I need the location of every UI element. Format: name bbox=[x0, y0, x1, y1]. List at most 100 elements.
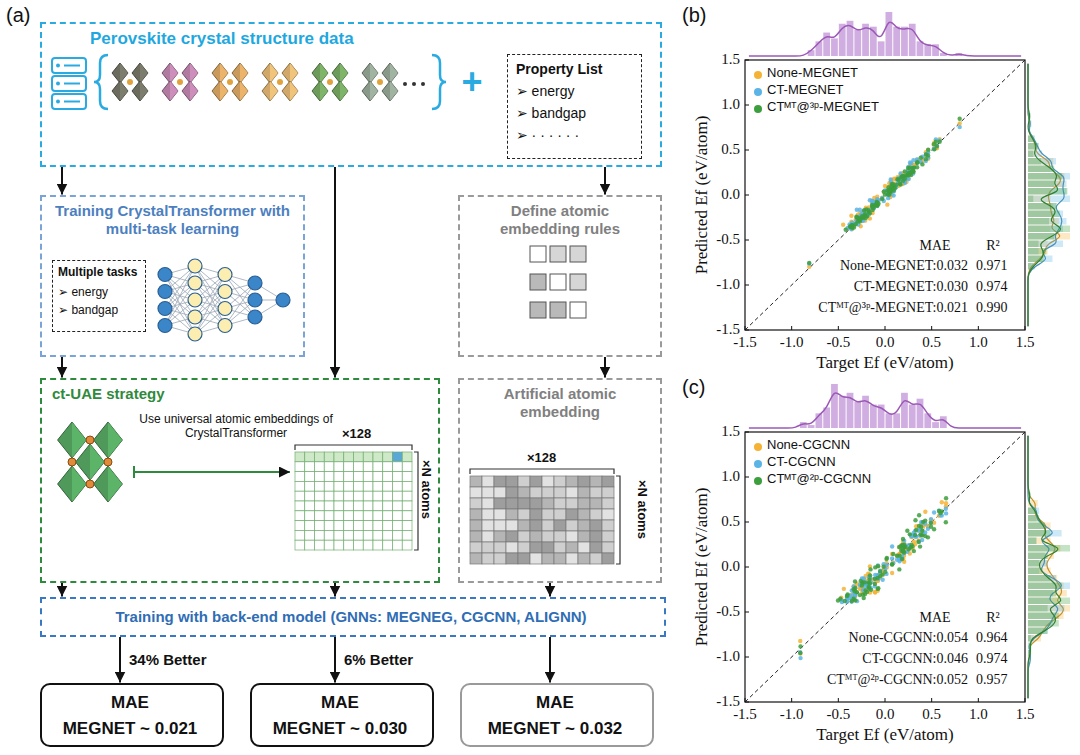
data-point bbox=[845, 592, 849, 596]
data-point bbox=[889, 184, 893, 188]
histogram-bar bbox=[924, 44, 931, 56]
histogram-bar bbox=[1028, 143, 1039, 150]
matrix-cell bbox=[470, 498, 482, 509]
edge-label: 34% Better bbox=[127, 651, 209, 668]
embedding-matrix bbox=[470, 469, 620, 564]
data-point bbox=[957, 117, 961, 121]
result-box: MAEMEGNET ~ 0.021 bbox=[40, 683, 224, 747]
matrix-cell bbox=[354, 472, 364, 482]
tick-mark bbox=[745, 285, 749, 286]
matrix-cell bbox=[305, 472, 315, 482]
network-neuron bbox=[218, 302, 232, 316]
result-box: MAEMEGNET ~ 0.030 bbox=[250, 683, 434, 747]
matrix-cell bbox=[383, 481, 393, 491]
embedding-rule-cell bbox=[570, 246, 586, 262]
ct-uae-crystal bbox=[58, 422, 123, 502]
embedding-rule-cell bbox=[550, 246, 566, 262]
tick-mark bbox=[791, 326, 792, 330]
octahedron-face bbox=[120, 81, 128, 101]
data-point bbox=[894, 183, 898, 187]
matrix-cell bbox=[363, 462, 373, 472]
plot-frame bbox=[745, 432, 1025, 702]
matrix-cell bbox=[334, 452, 344, 462]
octahedron-face bbox=[140, 81, 148, 101]
tick-mark bbox=[745, 657, 749, 658]
histogram-bar bbox=[1028, 196, 1033, 203]
density-curve bbox=[1028, 436, 1061, 699]
data-point bbox=[858, 208, 862, 212]
octahedron bbox=[58, 466, 87, 502]
histogram-bar bbox=[932, 422, 939, 428]
data-point bbox=[864, 207, 868, 211]
matrix-cell bbox=[344, 452, 354, 462]
flow-arrow bbox=[604, 167, 606, 195]
network-neuron bbox=[248, 276, 262, 290]
matrix-cell bbox=[393, 530, 403, 540]
matrix-cell bbox=[402, 462, 412, 472]
tick-mark bbox=[745, 105, 749, 106]
data-point bbox=[876, 563, 880, 567]
histogram-bar bbox=[1028, 538, 1036, 545]
table-cell: 0.964 bbox=[976, 630, 1008, 646]
tick-mark bbox=[745, 698, 746, 702]
matrix-cell bbox=[363, 481, 373, 491]
matrix-cell bbox=[590, 476, 602, 487]
result-heading: MAE bbox=[462, 693, 648, 713]
atom bbox=[104, 458, 112, 466]
matrix-cell bbox=[518, 498, 530, 509]
tick-label: -0.5 bbox=[826, 334, 850, 351]
matrix-cell bbox=[590, 531, 602, 542]
data-point bbox=[934, 139, 938, 143]
data-point bbox=[849, 214, 853, 218]
tick-label: 0.5 bbox=[721, 513, 740, 530]
flow-arrow bbox=[334, 637, 336, 683]
flow-arrow bbox=[61, 167, 63, 195]
panel-title: Perovskite crystal structure data bbox=[90, 29, 420, 49]
histogram-bar bbox=[1028, 233, 1070, 240]
matrix-cell bbox=[482, 498, 494, 509]
matrix-cell bbox=[494, 542, 506, 553]
panel-label: (a) bbox=[6, 4, 30, 27]
matrix-cell bbox=[383, 530, 393, 540]
histogram-bar bbox=[1028, 598, 1070, 605]
flow-arrow bbox=[61, 357, 63, 378]
data-point bbox=[868, 567, 872, 571]
matrix-cell bbox=[393, 511, 403, 521]
matrix-cell bbox=[373, 481, 383, 491]
matrix-cell bbox=[373, 521, 383, 531]
octahedron-face bbox=[290, 63, 298, 83]
octahedron-face bbox=[190, 63, 198, 83]
matrix-cell bbox=[494, 509, 506, 520]
histogram-bar bbox=[831, 38, 838, 56]
data-point bbox=[880, 197, 884, 201]
histogram-bar bbox=[1028, 583, 1064, 590]
octahedron-face bbox=[220, 81, 228, 101]
data-point bbox=[890, 571, 894, 575]
rules-panel: Define atomic embedding rules bbox=[458, 195, 662, 357]
octahedron-face bbox=[190, 81, 198, 101]
matrix-cell bbox=[315, 452, 325, 462]
data-point bbox=[909, 545, 913, 549]
tick-label: -1.0 bbox=[780, 706, 804, 723]
octahedron-face bbox=[170, 63, 178, 83]
legend-swatch bbox=[754, 477, 762, 485]
matrix-cell bbox=[518, 476, 530, 487]
octahedron-face bbox=[240, 81, 248, 101]
matrix-cell bbox=[402, 491, 412, 501]
histogram-bar bbox=[1028, 241, 1039, 248]
result-value: MEGNET ~ 0.030 bbox=[252, 719, 428, 739]
data-point bbox=[908, 165, 912, 169]
data-point bbox=[878, 569, 882, 573]
matrix-cell bbox=[373, 530, 383, 540]
atom bbox=[68, 458, 76, 466]
matrix-cell bbox=[554, 498, 566, 509]
octahedron bbox=[212, 63, 228, 83]
data-point bbox=[919, 156, 923, 160]
matrix-cell bbox=[554, 553, 566, 564]
octahedron bbox=[112, 81, 128, 101]
tick-label: 0.0 bbox=[721, 558, 740, 575]
tick-mark bbox=[745, 432, 749, 433]
histogram-bar bbox=[893, 27, 900, 56]
table-header: MAE bbox=[919, 238, 950, 254]
